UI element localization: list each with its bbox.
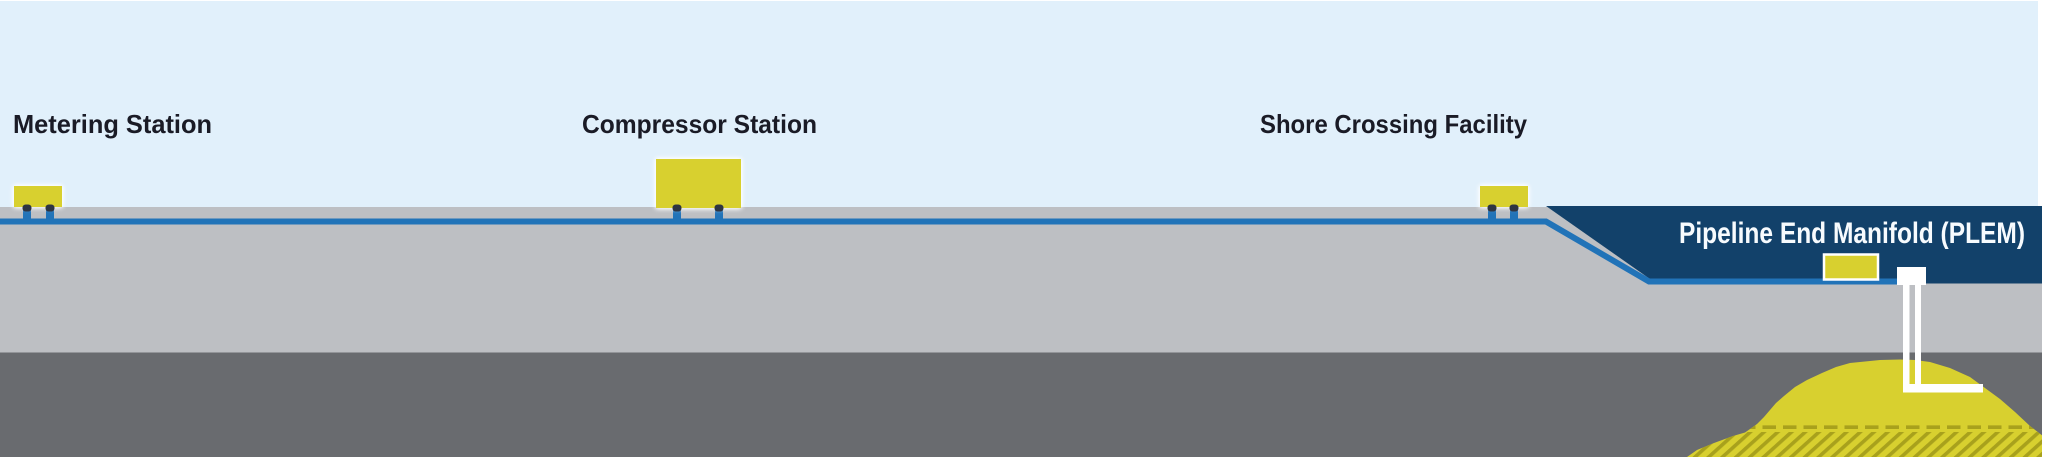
svg-text:Shore Crossing Facility: Shore Crossing Facility — [1260, 109, 1527, 139]
svg-text:Metering Station: Metering Station — [13, 109, 212, 139]
svg-text:Compressor Station: Compressor Station — [582, 109, 817, 139]
svg-text:Pipeline End Manifold (PLEM): Pipeline End Manifold (PLEM) — [1679, 217, 2025, 250]
